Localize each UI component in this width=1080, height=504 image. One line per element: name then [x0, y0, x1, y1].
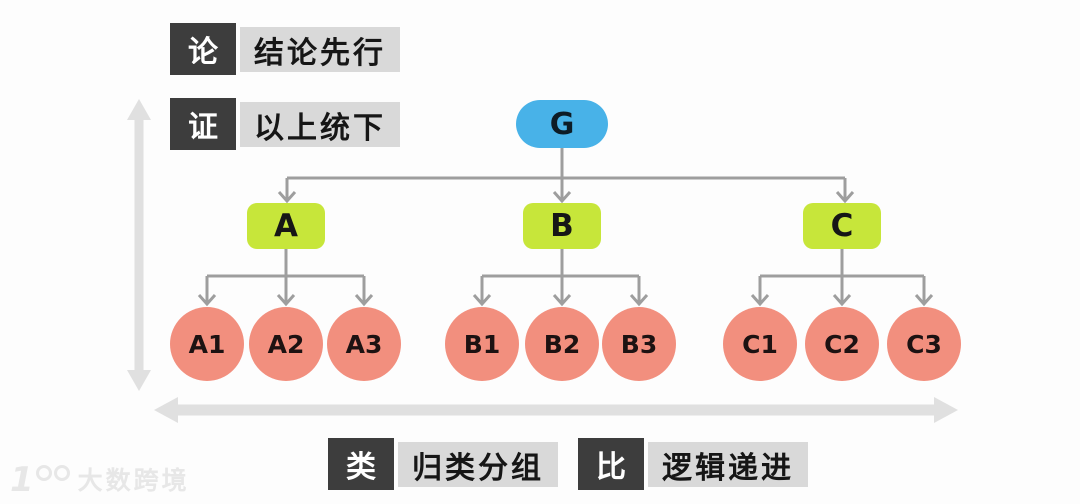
principle-label-luojidijin: 逻辑递进 [648, 442, 808, 487]
arrowhead-icon [277, 191, 297, 204]
horizontal-span-arrow-icon [154, 397, 958, 423]
vertical-arrow-shaft [134, 117, 144, 373]
vertical-arrow-head-bottom [127, 370, 151, 391]
principle-key-lei: 类 [328, 438, 394, 490]
node-b: B [523, 203, 601, 249]
node-a: A [247, 203, 325, 249]
node-b1: B1 [445, 307, 519, 381]
node-c: C [803, 203, 881, 249]
horizontal-arrow-head-right [934, 397, 958, 423]
node-c1: C1 [723, 307, 797, 381]
arrowhead-icon [197, 294, 217, 307]
arrowhead-icon [354, 294, 374, 307]
principle-label-yishangtongxia: 以上统下 [240, 102, 400, 147]
arrowhead-icon [552, 294, 572, 307]
watermark-text: 大数跨境 [77, 466, 190, 495]
principle-label-guileifenzu: 归类分组 [398, 442, 558, 487]
principle-key-bi: 比 [578, 438, 644, 490]
node-b2: B2 [525, 307, 599, 381]
horizontal-arrow-head-left [154, 397, 178, 423]
node-a2: A2 [249, 307, 323, 381]
arrowhead-icon [750, 294, 770, 307]
connector-branch-c-to-leaves [750, 249, 934, 307]
principle-key-zheng: 证 [170, 98, 236, 150]
arrowhead-icon [914, 294, 934, 307]
node-a3: A3 [327, 307, 401, 381]
horizontal-arrow-shaft [176, 404, 936, 416]
connector-branch-b-to-leaves [472, 249, 649, 307]
connector-branch-a-to-leaves [197, 249, 374, 307]
watermark-logo-one: 1 [10, 460, 34, 500]
connector-root-to-branches [277, 148, 855, 204]
arrowhead-icon [832, 294, 852, 307]
arrowhead-icon [629, 294, 649, 307]
watermark-logo-ring [53, 465, 70, 481]
arrowhead-icon [552, 191, 572, 204]
node-a1: A1 [170, 307, 244, 381]
node-b3: B3 [602, 307, 676, 381]
watermark-logo-ring [35, 465, 52, 481]
vertical-arrow-head-top [127, 99, 151, 120]
principle-label-jielunxianxing: 结论先行 [240, 27, 400, 72]
node-c3: C3 [887, 307, 961, 381]
arrowhead-icon [835, 191, 855, 204]
node-c2: C2 [805, 307, 879, 381]
node-g: G [516, 100, 608, 148]
watermark: 1 大数跨境 [10, 461, 190, 497]
principle-key-lun: 论 [170, 23, 236, 75]
watermark-logo-icon: 1 [10, 461, 70, 497]
arrowhead-icon [276, 294, 296, 307]
vertical-span-arrow-icon [127, 99, 151, 391]
arrowhead-icon [472, 294, 492, 307]
